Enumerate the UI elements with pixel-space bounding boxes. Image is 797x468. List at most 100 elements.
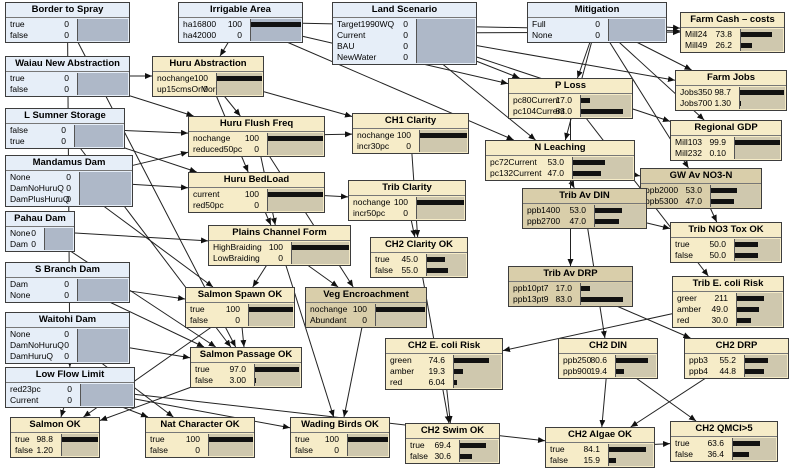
state-row[interactable]: false0 (8, 30, 128, 41)
state-row[interactable]: DamHuruQ0 (8, 351, 128, 362)
state-row[interactable]: true100 (148, 434, 253, 445)
state-row[interactable]: red30.0 (675, 315, 782, 326)
state-row[interactable]: LowBraiding0 (211, 253, 349, 264)
state-row[interactable]: true63.6 (673, 438, 776, 449)
node-nleach[interactable]: N Leachingpc72Current53.0pc132Current47.… (485, 140, 635, 181)
state-row[interactable]: up15cmsOrMore0 (155, 84, 262, 95)
node-tribno3[interactable]: Trib NO3 Tox OKtrue50.0false50.0 (670, 222, 782, 263)
node-mandamus[interactable]: Mandamus DamNone0DamNoHuruQ0DamPlusHuruQ… (5, 155, 133, 207)
state-row[interactable]: Abundant0 (308, 315, 425, 326)
state-row[interactable]: false50.0 (673, 250, 780, 261)
state-row[interactable]: true98.8 (13, 434, 98, 445)
state-row[interactable]: ppb13pt983.0 (511, 294, 631, 305)
state-row[interactable]: Target1990WQ0 (335, 19, 475, 30)
node-ch1clar[interactable]: CH1 Claritynochange100incr30pc0 (352, 113, 469, 154)
node-plains[interactable]: Plains Channel FormHighBraiding100LowBra… (208, 225, 351, 266)
state-row[interactable]: amber49.0 (675, 304, 782, 315)
state-row[interactable]: None0 (8, 290, 128, 301)
node-farmcash[interactable]: Farm Cash – costsMill2473.8Mill4926.2 (680, 12, 785, 53)
node-tribdrp[interactable]: Trib Av DRPppb10pt717.0ppb13pt983.0 (508, 266, 633, 307)
state-row[interactable]: ha16800100 (181, 19, 301, 30)
state-row[interactable]: true45.0 (373, 254, 466, 265)
state-row[interactable]: false3.00 (193, 375, 300, 386)
node-waitohi[interactable]: Waitohi DamNone0DamNoHuruQ0DamHuruQ0 (5, 312, 130, 364)
state-row[interactable]: Mill10399.9 (673, 137, 780, 148)
node-lsumner[interactable]: L Sumner Storagefalse0true0 (5, 108, 125, 149)
node-border[interactable]: Border to Spraytrue0false0 (5, 2, 130, 43)
state-row[interactable]: Current0 (335, 30, 475, 41)
state-row[interactable]: true100 (188, 304, 293, 315)
state-row[interactable]: ppb355.2 (687, 355, 787, 366)
state-row[interactable]: ppb10pt717.0 (511, 283, 631, 294)
node-vegenc[interactable]: Veg Encroachmentnochange100Abundant0 (305, 287, 427, 328)
state-row[interactable]: false0 (293, 445, 388, 456)
state-row[interactable]: None0 (8, 228, 73, 239)
node-sbranch[interactable]: S Branch DamDam0None0 (5, 262, 130, 303)
node-hurubed[interactable]: Huru BedLoadcurrent100red50pc0 (188, 172, 325, 213)
state-row[interactable]: Mill4926.2 (683, 40, 783, 51)
state-row[interactable]: None0 (8, 329, 128, 340)
state-row[interactable]: true97.0 (193, 364, 300, 375)
state-row[interactable]: ppb140053.0 (525, 205, 645, 216)
state-row[interactable]: NewWater0 (335, 52, 475, 63)
node-salpass[interactable]: Salmon Passage OKtrue97.0false3.00 (190, 347, 302, 388)
node-lowflow[interactable]: Low Flow Limitred23pc0Current0 (5, 367, 135, 408)
state-row[interactable]: false30.6 (408, 451, 498, 462)
state-row[interactable]: ppb530047.0 (643, 196, 760, 207)
state-row[interactable]: ppb270047.0 (525, 216, 645, 227)
state-row[interactable]: pc72Current53.0 (488, 157, 633, 168)
state-row[interactable]: Dam0 (8, 239, 73, 250)
state-row[interactable]: false0 (148, 445, 253, 456)
state-row[interactable]: true0 (8, 136, 123, 147)
state-row[interactable]: nochange100 (308, 304, 425, 315)
state-row[interactable]: Full0 (530, 19, 665, 30)
node-ch2algae[interactable]: CH2 Algae OKtrue84.1false15.9 (545, 427, 655, 468)
state-row[interactable]: false55.0 (373, 265, 466, 276)
state-row[interactable]: pc104Current83.0 (511, 106, 631, 117)
node-ch2swim[interactable]: CH2 Swim OKtrue69.4false30.6 (405, 423, 500, 464)
state-row[interactable]: true69.4 (408, 440, 498, 451)
state-row[interactable]: nochange100 (191, 133, 323, 144)
state-row[interactable]: red23pc0 (8, 384, 133, 395)
state-row[interactable]: Dam0 (8, 279, 128, 290)
node-huruflush[interactable]: Huru Flush Freqnochange100reduced50pc0 (188, 116, 325, 157)
state-row[interactable]: false15.9 (548, 455, 653, 466)
node-waiau[interactable]: Waiau New Abstractiontrue0false0 (5, 56, 130, 97)
node-farmjobs[interactable]: Farm JobsJobs35098.7Jobs7001.30 (675, 70, 787, 111)
state-row[interactable]: green74.6 (388, 355, 501, 366)
state-row[interactable]: None0 (8, 172, 131, 183)
node-ch2clar[interactable]: CH2 Clarity OKtrue45.0false55.0 (370, 237, 468, 278)
state-row[interactable]: Jobs35098.7 (678, 87, 785, 98)
state-row[interactable]: DamNoHuruQ0 (8, 183, 131, 194)
state-row[interactable]: ha420000 (181, 30, 301, 41)
state-row[interactable]: true100 (293, 434, 388, 445)
node-pahau[interactable]: Pahau DamNone0Dam0 (5, 211, 75, 252)
state-row[interactable]: false36.4 (673, 449, 776, 460)
state-row[interactable]: current100 (191, 189, 323, 200)
state-row[interactable]: red50pc0 (191, 200, 323, 211)
state-row[interactable]: HighBraiding100 (211, 242, 349, 253)
node-land[interactable]: Land ScenarioTarget1990WQ0Current0BAU0Ne… (332, 2, 477, 65)
state-row[interactable]: false1.20 (13, 445, 98, 456)
node-natchar[interactable]: Nat Character OKtrue100false0 (145, 417, 255, 458)
state-row[interactable]: false0 (188, 315, 293, 326)
state-row[interactable]: nochange100 (355, 130, 467, 141)
node-regdp[interactable]: Regional GDPMill10399.9Mill2320.10 (670, 120, 782, 161)
state-row[interactable]: greer211 (675, 293, 782, 304)
state-row[interactable]: DamPlusHuruQ0 (8, 194, 131, 205)
state-row[interactable]: false0 (8, 125, 123, 136)
state-row[interactable]: true50.0 (673, 239, 780, 250)
state-row[interactable]: Mill2320.10 (673, 148, 780, 159)
state-row[interactable]: DamNoHuruQ0 (8, 340, 128, 351)
node-tribclar[interactable]: Trib Claritynochange100incr50pc0 (348, 180, 466, 221)
state-row[interactable]: pc80Current17.0 (511, 95, 631, 106)
state-row[interactable]: pc132Current47.0 (488, 168, 633, 179)
state-row[interactable]: amber19.3 (388, 366, 501, 377)
state-row[interactable]: true0 (8, 73, 128, 84)
state-row[interactable]: Jobs7001.30 (678, 98, 785, 109)
node-ploss[interactable]: P Losspc80Current17.0pc104Current83.0 (508, 78, 633, 119)
state-row[interactable]: Mill2473.8 (683, 29, 783, 40)
node-ch2qmci[interactable]: CH2 QMCI>5true63.6false36.4 (670, 421, 778, 462)
node-ch2ecoli[interactable]: CH2 E. coli Riskgreen74.6amber19.3red6.0… (385, 338, 503, 390)
state-row[interactable]: red6.04 (388, 377, 501, 388)
